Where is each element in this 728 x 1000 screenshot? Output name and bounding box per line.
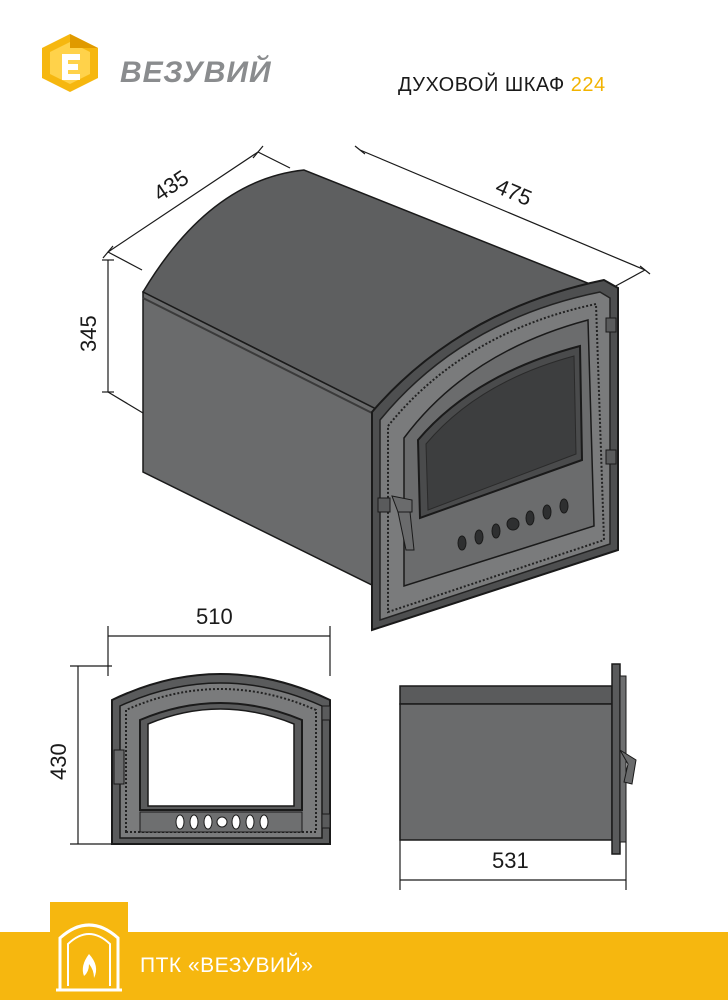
model-number: 224 [570,74,606,96]
footer-bar: ПТК «ВЕЗУВИЙ» [0,902,728,1000]
title-text: ДУХОВОЙ ШКАФ [398,74,565,96]
oven-technical-drawing: 435 475 345 510 43 [46,145,651,890]
isometric-view: 435 475 345 [76,145,651,632]
page-title: ДУХОВОЙ ШКАФ 224 [398,74,606,97]
brand-name: ВЕЗУВИЙ [120,56,272,89]
footer-company-name: ПТК «ВЕЗУВИЙ» [140,954,314,977]
dim-front-height: 430 [46,743,71,780]
front-view: 510 430 [46,604,331,845]
side-view: 531 [399,663,637,890]
oven-fire-icon [50,902,128,998]
dim-top-width: 475 [492,174,536,211]
brand-logo-icon [42,34,98,92]
dim-front-width: 510 [196,604,233,629]
dim-side-depth: 531 [492,848,529,873]
dim-side-height: 345 [76,315,101,352]
door-handle-icon [377,495,415,551]
